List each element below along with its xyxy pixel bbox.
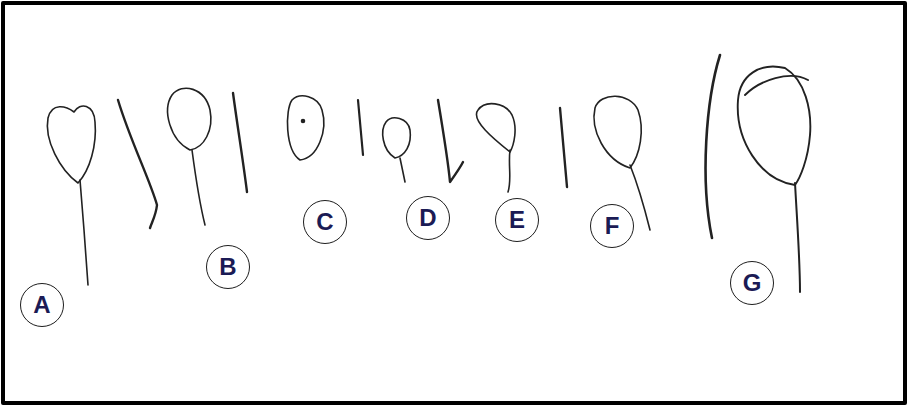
loop-shape [738,67,811,185]
letter-circle: C [303,200,347,244]
loop-stroke [745,76,808,95]
divider-line [118,100,157,228]
stalk-line [192,150,205,225]
letter-label: A [33,293,50,317]
letter-circle: B [206,245,250,289]
letter-label: F [605,214,620,238]
letter-label: B [219,255,236,279]
stalk-line [795,183,800,292]
divider-line [706,55,720,238]
letter-circle: F [590,204,634,248]
frame-border [3,3,905,403]
letter-circle: E [495,198,539,242]
loop-shape [47,106,95,183]
loop-shape [594,96,641,168]
letter-label: E [509,208,525,232]
stalk-line [400,158,405,182]
divider-line [560,108,567,187]
divider-line [358,100,363,155]
letter-circle: G [730,261,774,305]
letter-label: G [743,271,762,295]
loop-shape [168,88,211,150]
letter-circle: A [20,283,64,327]
stalk-line [80,180,88,285]
divider-line [233,93,247,192]
letter-label: D [419,206,436,230]
loop-shape [476,104,515,152]
loop-shape [287,96,323,160]
letter-circle: D [406,196,450,240]
loop-shape [383,118,411,158]
dot-mark [302,120,305,123]
letter-label: C [316,210,333,234]
divider-line [438,100,463,182]
stalk-line [508,150,510,192]
